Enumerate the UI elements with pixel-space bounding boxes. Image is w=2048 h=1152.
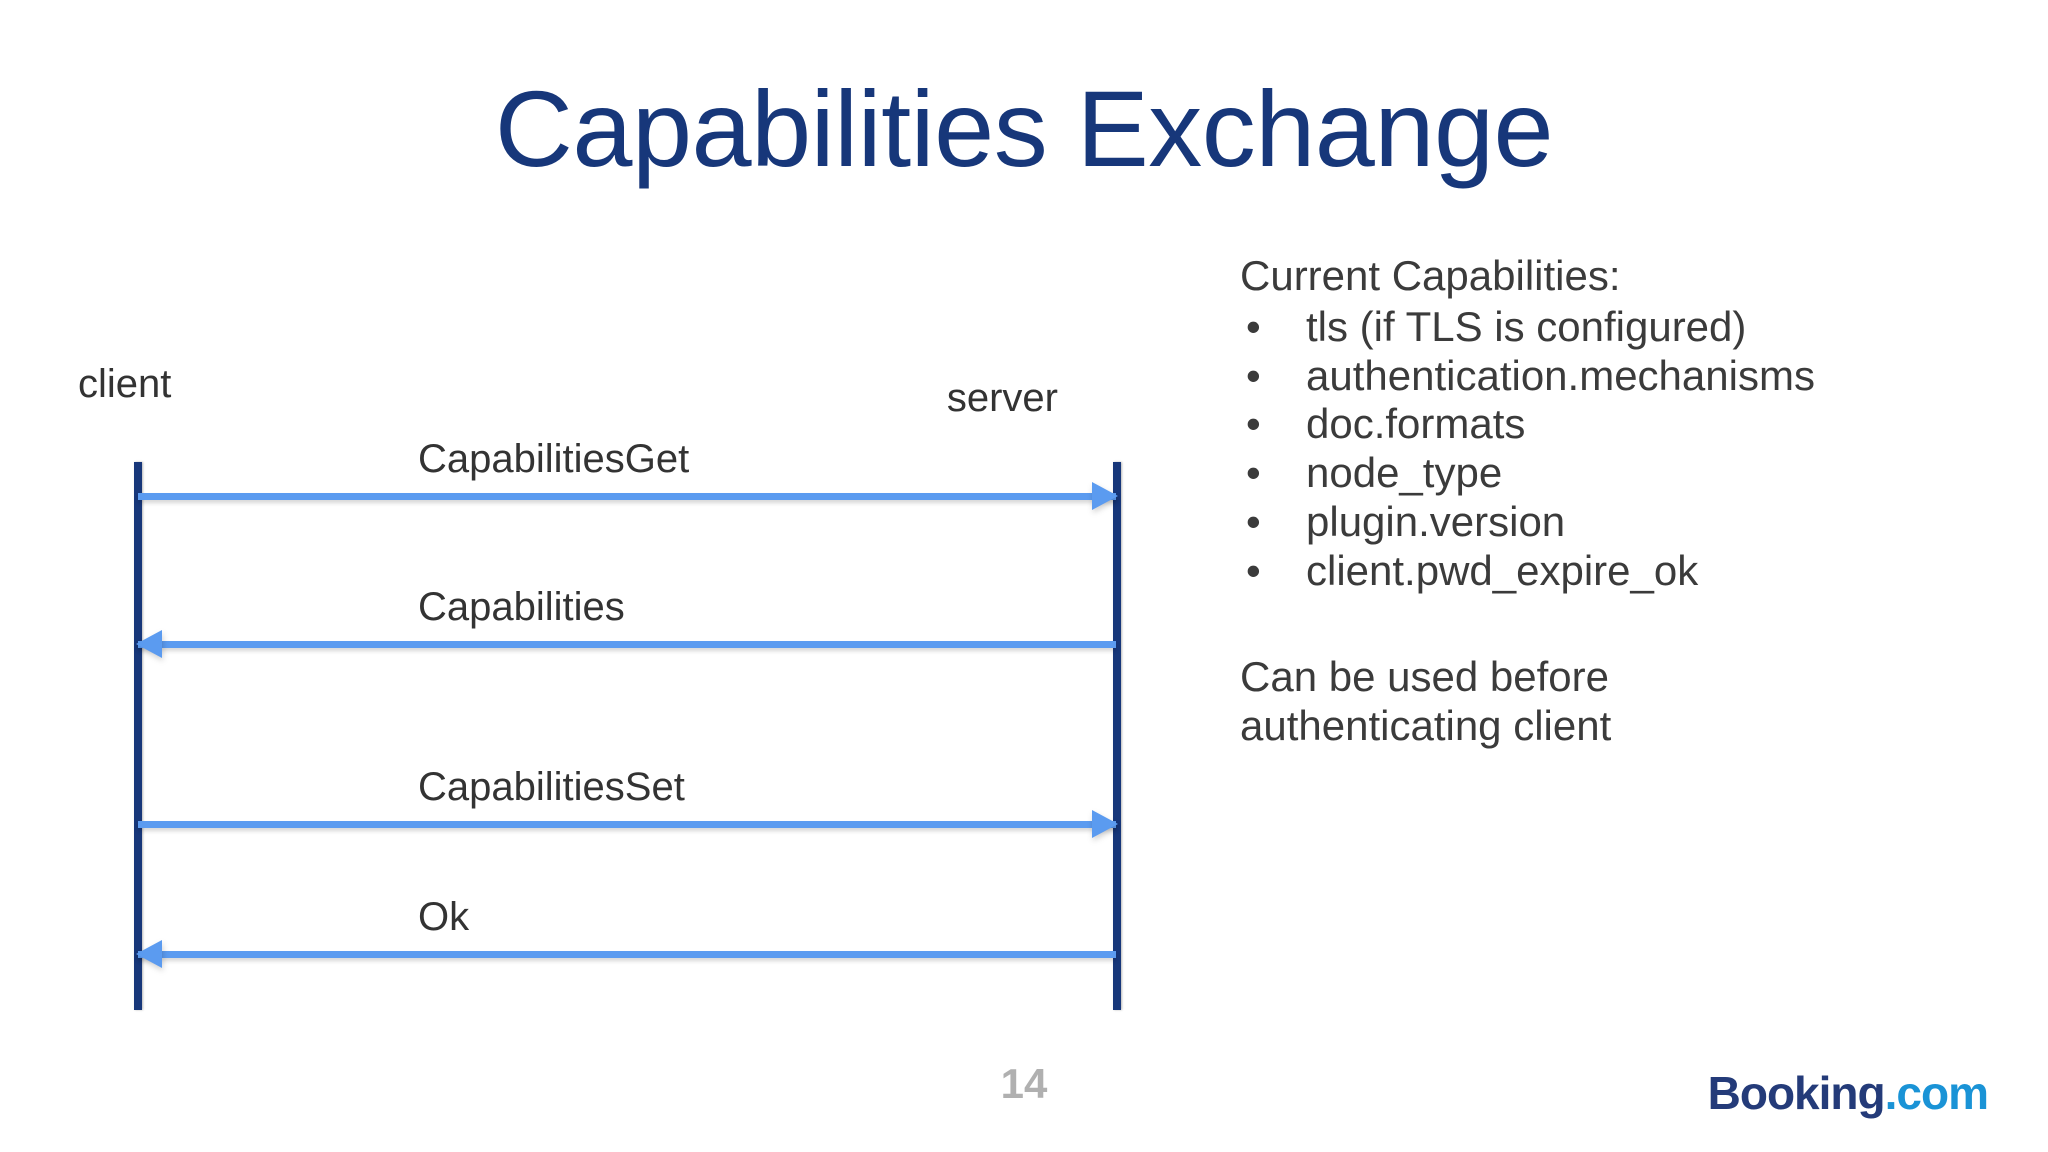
list-item-label: tls (if TLS is configured) bbox=[1306, 303, 1747, 351]
page-number: 14 bbox=[1000, 1060, 1048, 1107]
message-ok: Ok bbox=[136, 895, 1116, 968]
bullet-icon: • bbox=[1246, 400, 1261, 448]
actor-label-server: server bbox=[946, 376, 1058, 420]
message-capabilities-set: CapabilitiesSet bbox=[138, 765, 1118, 838]
list-item-label: client.pwd_expire_ok bbox=[1306, 546, 1699, 594]
list-item: • client.pwd_expire_ok bbox=[1240, 547, 2000, 596]
booking-logo: Booking.com bbox=[1707, 1066, 1989, 1120]
capabilities-list: • tls (if TLS is configured) • authentic… bbox=[1240, 303, 2000, 595]
bullet-icon: • bbox=[1246, 497, 1261, 545]
bullet-icon: • bbox=[1246, 303, 1261, 351]
page-title: Capabilities Exchange bbox=[494, 68, 1554, 189]
arrow-head-right-icon bbox=[1092, 482, 1118, 510]
list-item: • authentication.mechanisms bbox=[1240, 352, 2000, 401]
message-capabilities-get: CapabilitiesGet bbox=[138, 437, 1118, 510]
arrow-line bbox=[138, 951, 1116, 958]
arrow-head-right-icon bbox=[1092, 810, 1118, 838]
list-item: • node_type bbox=[1240, 449, 2000, 498]
list-item-label: node_type bbox=[1306, 449, 1503, 497]
message-label: Ok bbox=[418, 895, 470, 939]
capabilities-note: Can be used before authenticating client bbox=[1240, 653, 1612, 750]
arrow-line bbox=[138, 493, 1116, 500]
list-item-label: plugin.version bbox=[1306, 497, 1566, 545]
actor-label-client: client bbox=[78, 362, 172, 406]
list-item: • doc.formats bbox=[1240, 400, 2000, 449]
arrow-head-left-icon bbox=[136, 940, 162, 968]
logo-suffix: .com bbox=[1884, 1067, 1989, 1119]
list-item: • plugin.version bbox=[1240, 498, 2000, 547]
sequence-diagram: client server CapabilitiesGet Capabiliti… bbox=[78, 362, 1121, 1010]
message-label: CapabilitiesGet bbox=[418, 437, 690, 481]
bullet-icon: • bbox=[1246, 449, 1261, 497]
arrow-line bbox=[138, 821, 1116, 828]
bullet-icon: • bbox=[1246, 546, 1261, 594]
lifeline-server bbox=[1113, 462, 1121, 1010]
capabilities-heading: Current Capabilities: bbox=[1240, 252, 1621, 299]
list-item-label: authentication.mechanisms bbox=[1306, 351, 1815, 399]
arrow-head-left-icon bbox=[136, 630, 162, 658]
capabilities-panel: Current Capabilities: • tls (if TLS is c… bbox=[1240, 252, 2000, 751]
arrow-line bbox=[138, 641, 1116, 648]
bullet-icon: • bbox=[1246, 351, 1261, 399]
message-label: CapabilitiesSet bbox=[418, 765, 685, 809]
message-capabilities: Capabilities bbox=[136, 585, 1116, 658]
list-item-label: doc.formats bbox=[1306, 400, 1526, 448]
lifeline-client bbox=[134, 462, 142, 1010]
logo-wordmark: Booking bbox=[1707, 1067, 1886, 1119]
list-item: • tls (if TLS is configured) bbox=[1240, 303, 2000, 352]
message-label: Capabilities bbox=[418, 585, 625, 629]
